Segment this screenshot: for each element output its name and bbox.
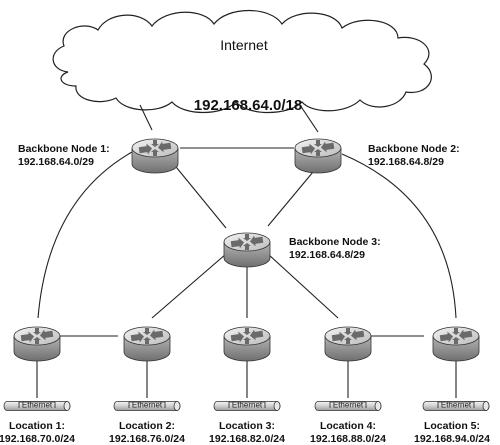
cable-end	[374, 401, 382, 411]
bb3-label: Backbone Node 3: 192.168.64.8/29	[289, 236, 381, 261]
ethernet-label: Ethernet	[441, 401, 472, 410]
router-arrows-icon	[20, 328, 54, 344]
loc4-name: Location 4:	[320, 420, 376, 432]
ethernet-segment-2: Ethernet	[113, 401, 181, 411]
link-bb3-loc2	[151, 253, 227, 319]
link-bb2-bb3	[267, 165, 319, 227]
bb2-name: Backbone Node 2:	[368, 143, 460, 155]
bb1-name: Backbone Node 1:	[18, 143, 110, 155]
router-loc5	[432, 326, 480, 362]
ethernet-label: Ethernet	[232, 401, 263, 410]
supernet-label: 192.168.64.0/18	[194, 97, 302, 114]
loc4-subnet: 192.168.88.0/24	[310, 433, 386, 445]
loc2-subnet: 192.168.76.0/24	[109, 433, 185, 445]
router-arrows-icon	[130, 328, 164, 344]
router-arrows-icon	[230, 234, 264, 250]
ethernet-segment-4: Ethernet	[314, 401, 382, 411]
router-bb2	[294, 138, 342, 174]
ethernet-label: Ethernet	[333, 401, 364, 410]
ethernet-segment-5: Ethernet	[422, 401, 490, 411]
router-loc1	[13, 326, 61, 362]
bb2-subnet: 192.168.64.8/29	[368, 156, 444, 168]
link-internet-bb1	[139, 104, 153, 131]
ethernet-segment-1: Ethernet	[3, 401, 71, 411]
router-arrows-icon	[439, 328, 473, 344]
link-bb2-loc5	[341, 153, 457, 319]
cable-end	[63, 401, 71, 411]
ethernet-label: Ethernet	[132, 401, 163, 410]
cable-bracket	[128, 401, 166, 408]
cable-end	[273, 401, 281, 411]
router-arrows-icon	[138, 140, 172, 156]
internet-label: Internet	[220, 37, 268, 53]
cable-bracket	[228, 401, 266, 408]
router-arrows-icon	[230, 328, 264, 344]
loc1-name: Location 1:	[9, 420, 65, 432]
loc2-name: Location 2:	[119, 420, 175, 432]
ethernet-segment-3: Ethernet	[213, 401, 281, 411]
router-loc4	[324, 326, 372, 362]
loc3-subnet: 192.168.82.0/24	[209, 433, 285, 445]
internet-cloud: Internet	[52, 9, 432, 113]
router-loc2	[123, 326, 171, 362]
loc3-name: Location 3:	[219, 420, 275, 432]
loc1-subnet: 192.168.70.0/24	[0, 433, 75, 445]
link-internet-bb2	[299, 104, 319, 133]
location-labels: Location 1: 192.168.70.0/24 Location 2: …	[0, 420, 490, 445]
cable-end	[173, 401, 181, 411]
bb2-label: Backbone Node 2: 192.168.64.8/29	[368, 143, 460, 168]
router-bb1	[131, 138, 179, 174]
bb1-label: Backbone Node 1: 192.168.64.0/29	[18, 143, 110, 168]
bb3-name: Backbone Node 3:	[289, 236, 381, 248]
loc5-name: Location 5:	[424, 420, 480, 432]
router-bb3	[223, 232, 271, 268]
bb1-subnet: 192.168.64.0/29	[18, 156, 94, 168]
bb3-subnet: 192.168.64.8/29	[289, 249, 365, 261]
cable-bracket	[437, 401, 475, 408]
link-bb1-loc1	[37, 151, 133, 319]
router-arrows-icon	[301, 140, 335, 156]
router-loc3	[223, 326, 271, 362]
cable-bracket	[329, 401, 367, 408]
router-arrows-icon	[331, 328, 365, 344]
link-bb3-loc4	[267, 253, 339, 319]
ethernet-label: Ethernet	[22, 401, 53, 410]
cable-end	[482, 401, 490, 411]
link-bb1-bb3	[171, 161, 227, 229]
cable-bracket	[18, 401, 56, 408]
loc5-subnet: 192.168.94.0/24	[414, 433, 490, 445]
